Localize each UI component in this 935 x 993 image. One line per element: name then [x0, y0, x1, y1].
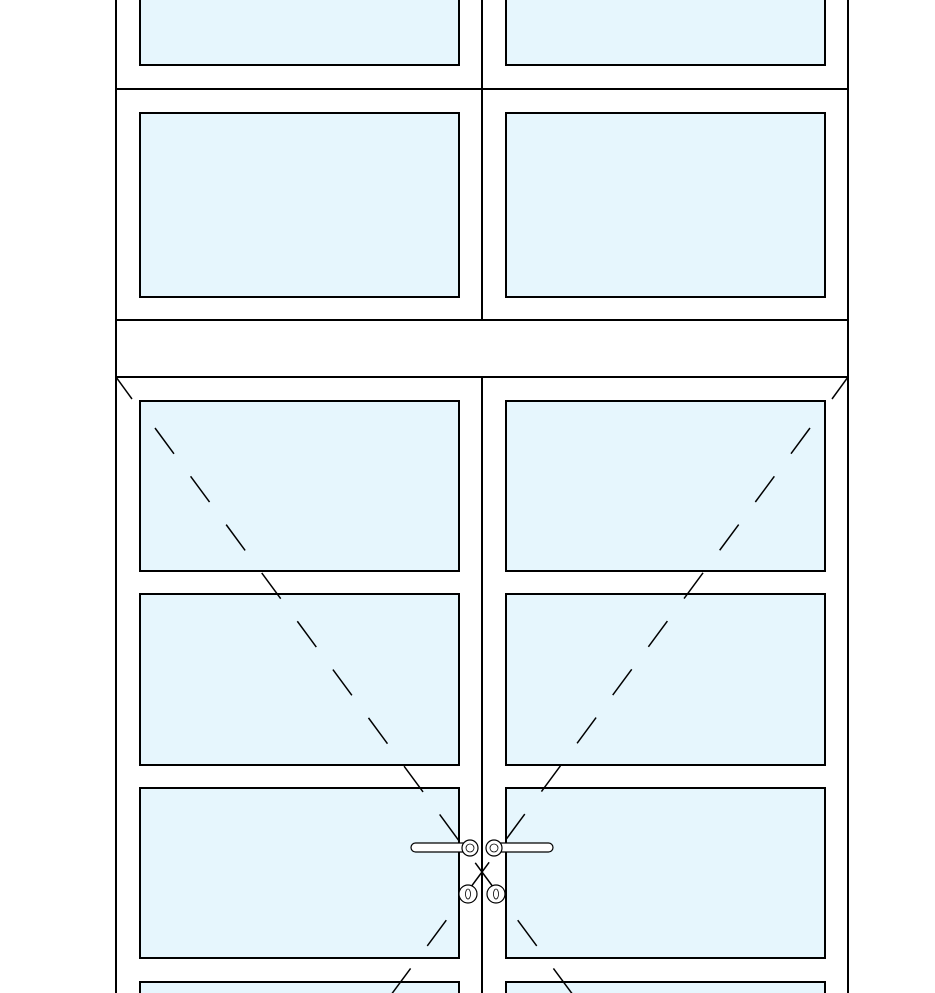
upper-right-pane-row2: [505, 112, 826, 298]
cylinder-lock-right-icon: [486, 884, 506, 904]
left-door-pane-row1: [139, 400, 460, 572]
right-door-pane-row3: [505, 787, 826, 959]
left-door-pane-row2: [139, 593, 460, 766]
upper-left-pane-row1: [139, 0, 460, 66]
door-leaves: [115, 376, 849, 993]
upper-left-pane-row2: [139, 112, 460, 298]
outer-frame: [115, 0, 849, 993]
right-door-pane-row1: [505, 400, 826, 572]
lever-handle-left-icon: [410, 839, 479, 857]
right-door-pane-row2: [505, 593, 826, 766]
left-door-swing-line-upper: [154, 427, 483, 873]
right-door-pane-row4: [505, 981, 826, 993]
left-door-pane-row4: [139, 981, 460, 993]
cylinder-lock-left-icon: [458, 884, 478, 904]
left-hinge-tick: [115, 376, 133, 400]
upper-sashes: [116, 0, 848, 378]
right-hinge-tick: [831, 376, 849, 400]
door-hardware: [410, 839, 554, 904]
left-door-pane-row3: [139, 787, 460, 959]
lever-handle-right-icon: [485, 839, 554, 857]
upper-right-pane-row1: [505, 0, 826, 66]
